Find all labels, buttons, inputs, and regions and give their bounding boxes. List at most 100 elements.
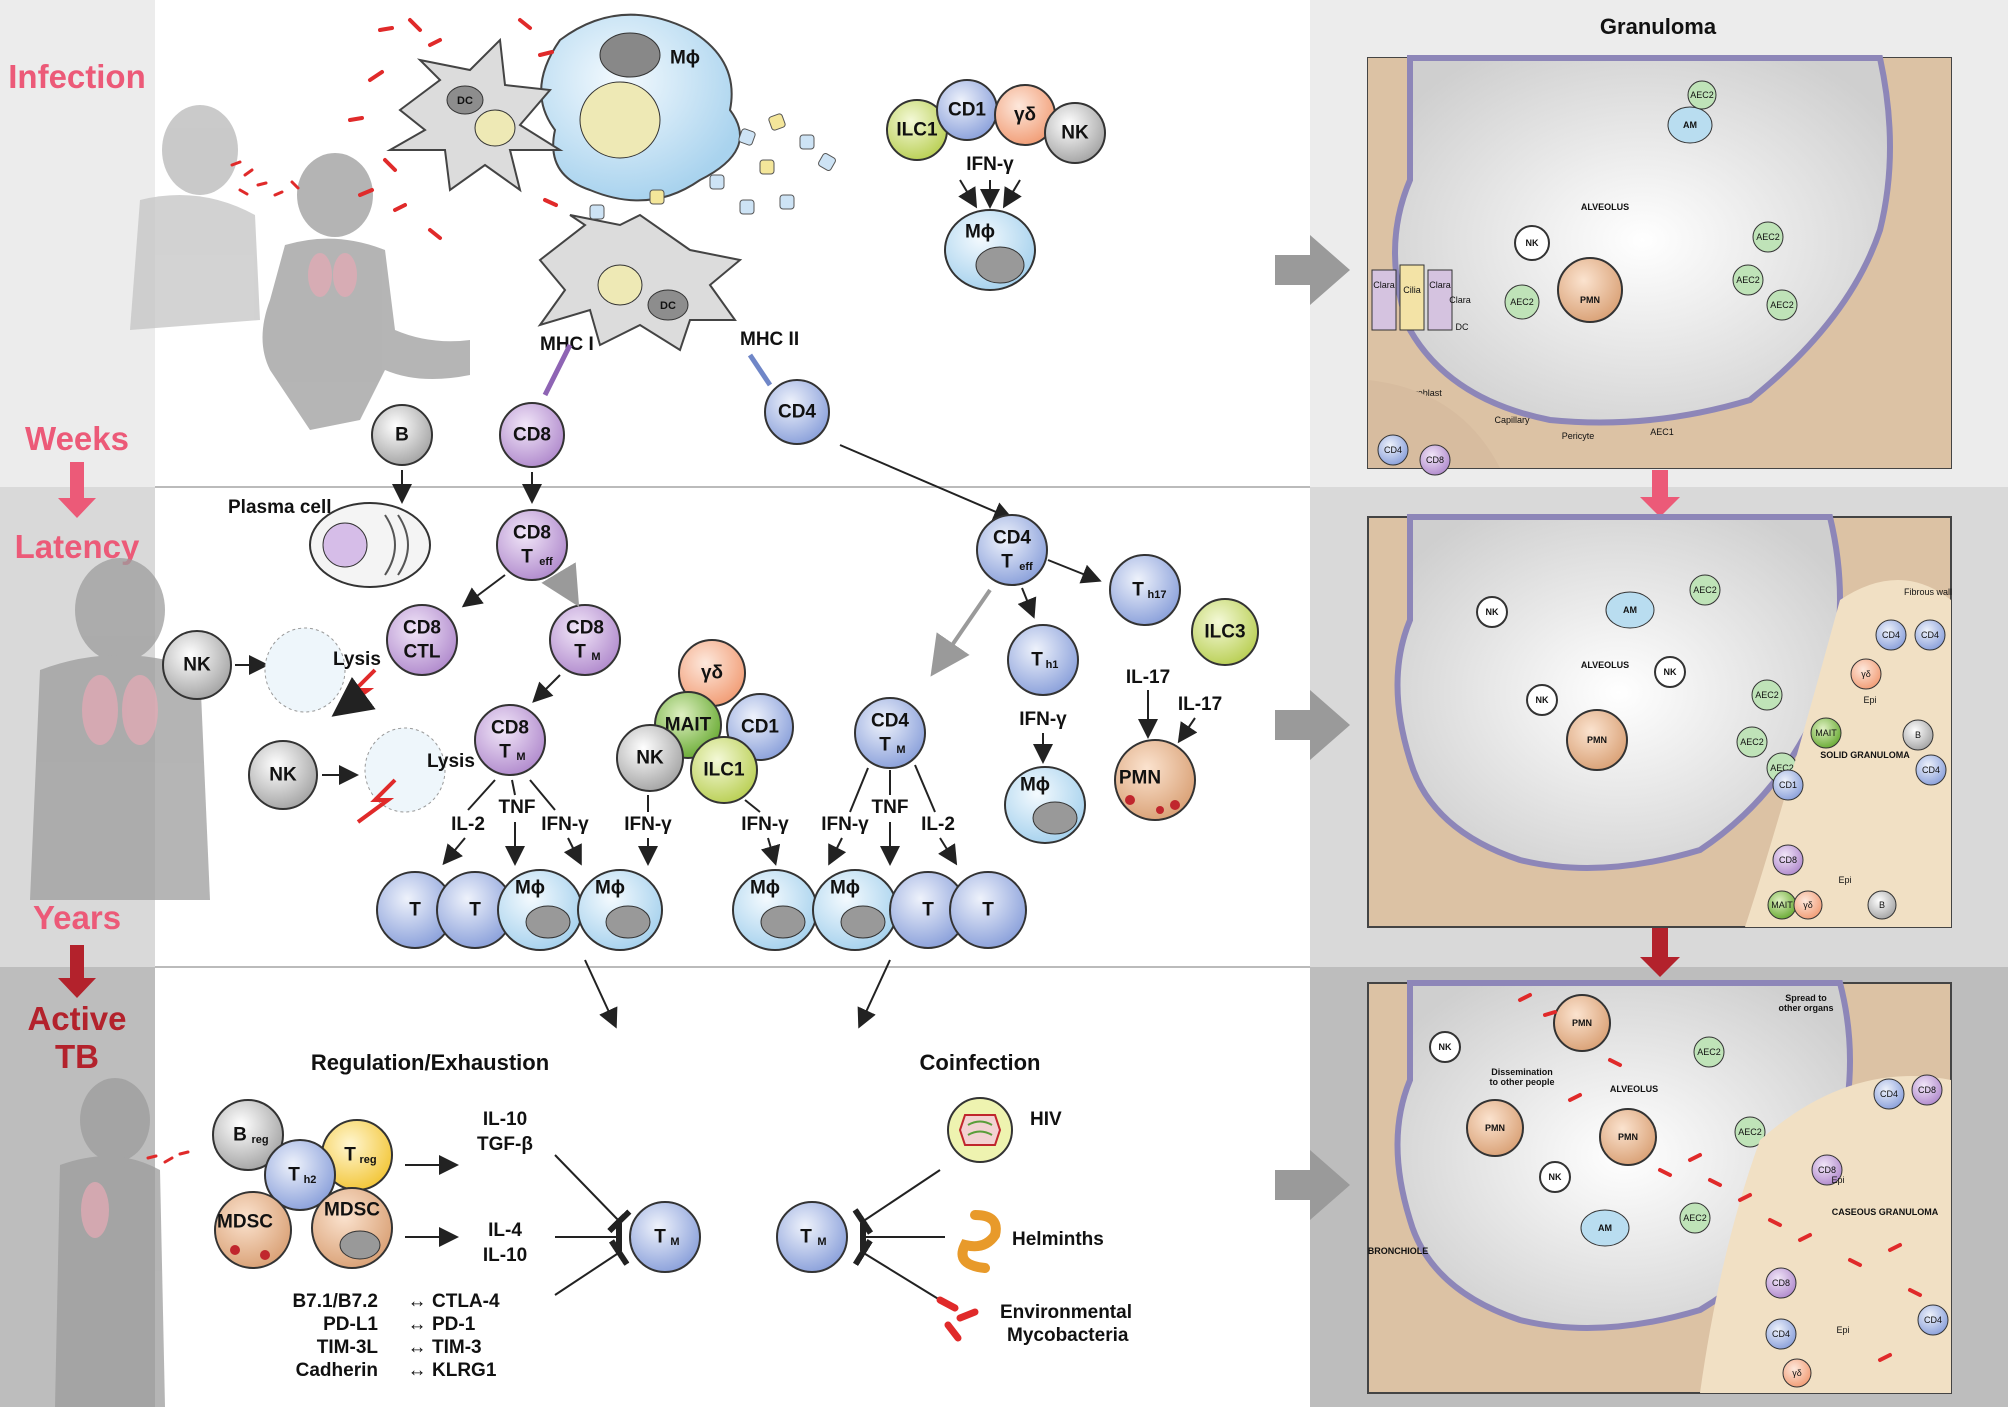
- svg-text:NK: NK: [1439, 1042, 1452, 1052]
- hiv-virus-icon: [947, 1097, 1013, 1163]
- svg-text:NK: NK: [1486, 607, 1499, 617]
- svg-text:AEC2: AEC2: [1756, 232, 1780, 242]
- svg-text:NK: NK: [1536, 695, 1549, 705]
- ilc1-cell: ILC1: [886, 99, 948, 161]
- stage-weeks: Weeks: [25, 420, 129, 457]
- svg-text:T: T: [800, 1227, 812, 1248]
- svg-text:reg: reg: [359, 1154, 376, 1166]
- svg-text:T: T: [1031, 650, 1043, 671]
- ifng-right: IFN-γ: [821, 814, 869, 835]
- svg-text:CD4: CD4: [1384, 445, 1402, 455]
- lysis-bolt-1: [331, 668, 377, 717]
- helminth-icon: [957, 1210, 1001, 1273]
- plasma-cell-label: Plasma cell: [228, 497, 332, 518]
- svg-text:AEC2: AEC2: [1697, 1047, 1721, 1057]
- tnf-left: TNF: [499, 797, 536, 818]
- svg-text:γδ: γδ: [1014, 105, 1036, 126]
- tnf-right: TNF: [872, 797, 909, 818]
- il10-label: IL-10: [483, 1109, 527, 1130]
- ifng-mid-1: IFN-γ: [624, 814, 672, 835]
- il2-left: IL-2: [451, 814, 485, 835]
- svg-text:Mϕ: Mϕ: [1020, 775, 1050, 796]
- svg-text:Mϕ: Mϕ: [750, 878, 780, 899]
- svg-text:reg: reg: [251, 1134, 268, 1146]
- macrophage-large: Mϕ: [540, 13, 741, 202]
- svg-text:eff: eff: [1019, 561, 1033, 573]
- svg-text:Clara: Clara: [1373, 280, 1395, 290]
- stage-years: Years: [33, 899, 121, 936]
- svg-text:h17: h17: [1148, 589, 1167, 601]
- svg-text:MAIT: MAIT: [1815, 728, 1837, 738]
- ilc1-cell-latency: ILC1: [690, 736, 758, 804]
- pair-1-ligand: PD-L1: [323, 1314, 378, 1335]
- svg-text:CD8: CD8: [1818, 1165, 1836, 1175]
- svg-text:CD4: CD4: [1882, 630, 1900, 640]
- arrow-tm-tm: [532, 674, 561, 703]
- panel3-bacteria: [1518, 993, 1922, 1362]
- svg-text:AEC2: AEC2: [1683, 1213, 1707, 1223]
- svg-text:AM: AM: [1598, 1223, 1612, 1233]
- mhc1-link: [542, 343, 573, 397]
- svg-text:ILC1: ILC1: [703, 760, 745, 781]
- cd1-cell: CD1: [936, 79, 998, 141]
- svg-text:ILC1: ILC1: [896, 120, 938, 141]
- arrow-teff-tm: [541, 562, 580, 607]
- pair-0-ligand: B7.1/B7.2: [292, 1291, 378, 1312]
- svg-text:γδ: γδ: [1861, 669, 1871, 679]
- il10b-label: IL-10: [483, 1245, 527, 1266]
- pair-3-ligand: Cadherin: [296, 1360, 378, 1381]
- svg-text:Dissemination: Dissemination: [1491, 1067, 1553, 1077]
- svg-text:AM: AM: [1623, 605, 1637, 615]
- svg-text:Pericyte: Pericyte: [1562, 431, 1595, 441]
- svg-text:NK: NK: [183, 655, 211, 676]
- svg-text:CD8: CD8: [513, 523, 551, 544]
- mphi-label: Mϕ: [670, 48, 700, 69]
- svg-text:Fibroblast: Fibroblast: [1402, 388, 1442, 398]
- svg-text:AEC2: AEC2: [1738, 1127, 1762, 1137]
- svg-text:ALVEOLUS: ALVEOLUS: [1610, 1084, 1658, 1094]
- svg-text:γδ: γδ: [701, 663, 723, 684]
- svg-text:T: T: [521, 547, 533, 568]
- svg-text:MAIT: MAIT: [665, 715, 712, 736]
- svg-text:T: T: [1132, 580, 1144, 601]
- svg-text:DC: DC: [1456, 322, 1469, 332]
- svg-text:PMN: PMN: [1580, 295, 1600, 305]
- svg-text:B: B: [1879, 900, 1885, 910]
- svg-text:CD4: CD4: [1924, 1315, 1942, 1325]
- svg-text:NK: NK: [1526, 238, 1539, 248]
- svg-text:NK: NK: [1061, 123, 1089, 144]
- svg-text:AEC2: AEC2: [1736, 275, 1760, 285]
- svg-text:other organs: other organs: [1778, 1003, 1833, 1013]
- granuloma-panel-1: ALVEOLUS AM AEC2 NK PMN AEC2 AEC2 AEC2 A…: [1367, 55, 1952, 476]
- svg-text:T: T: [469, 900, 481, 921]
- helminths-label: Helminths: [1012, 1229, 1104, 1250]
- mphi-th1: Mϕ: [1004, 766, 1086, 844]
- inhibit-env: [852, 1239, 941, 1301]
- b-cell: B: [371, 404, 433, 466]
- svg-text:T: T: [574, 642, 586, 663]
- svg-text:CD1: CD1: [1779, 780, 1797, 790]
- svg-text:AEC2: AEC2: [1693, 585, 1717, 595]
- svg-text:ALVEOLUS: ALVEOLUS: [1581, 202, 1629, 212]
- svg-text:↔: ↔: [408, 1360, 427, 1381]
- svg-text:CD8: CD8: [513, 425, 551, 446]
- svg-text:Capillary: Capillary: [1494, 415, 1530, 425]
- svg-text:eff: eff: [539, 556, 553, 568]
- svg-text:T: T: [879, 735, 891, 756]
- svg-text:SOLID GRANULOMA: SOLID GRANULOMA: [1820, 750, 1910, 760]
- mhc2-label: MHC II: [740, 329, 799, 350]
- mdsc-cell-1: MDSC: [214, 1191, 292, 1269]
- inhibit-hiv: [852, 1169, 941, 1235]
- il2-right: IL-2: [921, 814, 955, 835]
- svg-text:NK: NK: [636, 748, 664, 769]
- cd8-cell: CD8: [499, 402, 565, 468]
- infection-bacteria: [348, 18, 558, 240]
- arrow-left-to-regulation: [584, 959, 618, 1029]
- grey-arrow-2: [1275, 690, 1350, 760]
